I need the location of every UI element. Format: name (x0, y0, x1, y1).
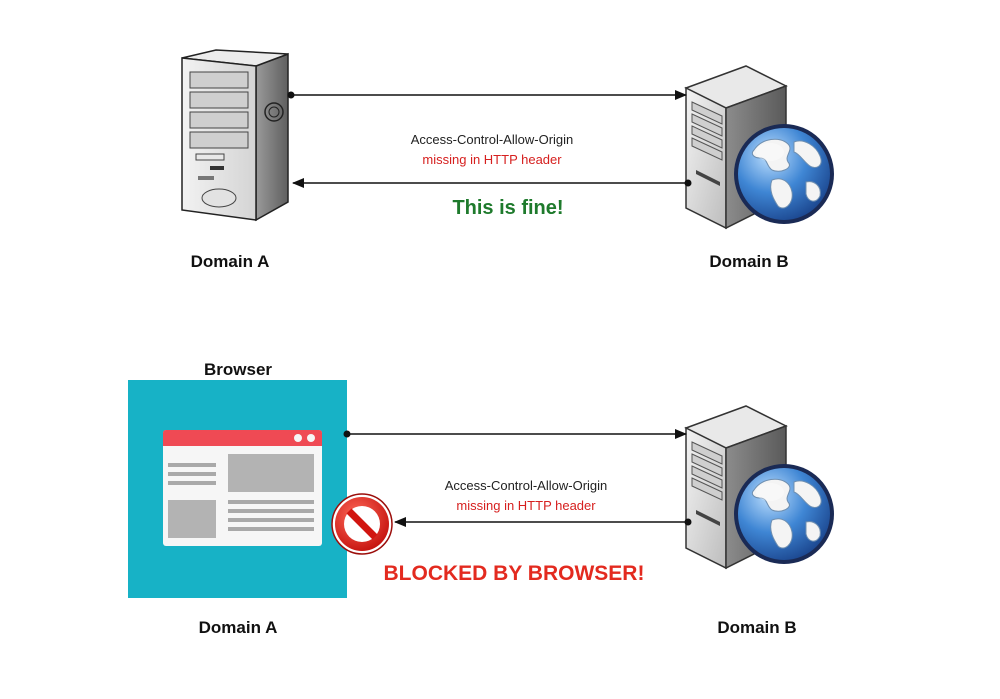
result-ok-text: This is fine! (452, 197, 564, 219)
browser-title: Browser (203, 360, 273, 379)
server-globe-icon (685, 65, 835, 229)
result-blocked-text: BLOCKED BY BROWSER! (383, 562, 645, 585)
domain-b-label: Domain B (709, 252, 789, 271)
browser-window-icon (128, 380, 347, 598)
domain-b-label: Domain B (717, 618, 797, 637)
server-globe-icon (685, 405, 835, 569)
header-missing-text: missing in HTTP header (456, 498, 596, 513)
domain-a-label: Domain A (198, 618, 278, 637)
desktop-tower-icon (181, 49, 289, 221)
no-entry-icon (331, 493, 393, 555)
domain-a-label: Domain A (190, 252, 270, 271)
request-arrow-origin (343, 430, 351, 438)
header-name-text: Access-Control-Allow-Origin (410, 132, 574, 147)
response-arrow-origin (684, 518, 692, 526)
header-missing-text: missing in HTTP header (422, 152, 562, 167)
request-arrow-origin (287, 91, 295, 99)
response-arrow-origin (684, 179, 692, 187)
header-name-text: Access-Control-Allow-Origin (444, 478, 608, 493)
